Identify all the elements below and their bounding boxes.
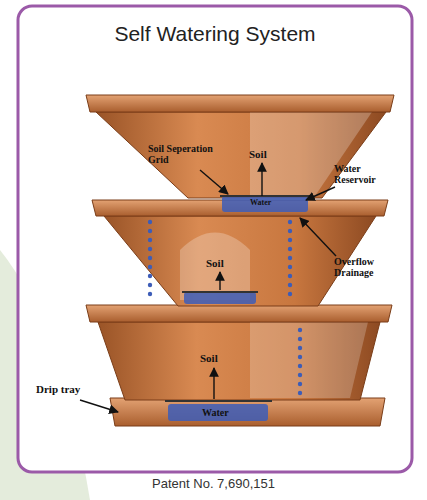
drainage-dot — [298, 346, 302, 350]
drainage-dot — [298, 391, 302, 395]
drip-tray-shape — [110, 398, 385, 426]
drainage-dot — [148, 256, 152, 260]
drainage-dot — [288, 283, 292, 287]
drainage-dot — [288, 292, 292, 296]
drainage-dot — [298, 337, 302, 341]
water-fill — [168, 404, 268, 421]
drainage-dot — [288, 274, 292, 278]
drainage-dot — [298, 382, 302, 386]
part-label: Overflow Drainage — [334, 256, 390, 278]
part-label: Soil — [200, 352, 240, 364]
leader-line — [261, 163, 262, 196]
drainage-dot — [148, 292, 152, 296]
drainage-dot — [298, 364, 302, 368]
drainage-dot — [148, 274, 152, 278]
grid-line — [165, 400, 272, 402]
top-pot-body — [96, 112, 386, 198]
top-pot-rim — [86, 95, 394, 112]
leader-lines — [80, 163, 336, 412]
caption: Patent No. 7,690,151 — [0, 477, 427, 491]
drainage-dot — [148, 247, 152, 251]
drainage-dot — [148, 283, 152, 287]
grid-line — [220, 195, 310, 197]
part-label: Drip tray — [36, 383, 106, 395]
drainage-dots — [148, 220, 302, 395]
drainage-dot — [148, 265, 152, 269]
drainage-dot — [288, 265, 292, 269]
middle-pot-cutaway — [180, 233, 250, 301]
leader-line — [80, 400, 118, 412]
part-label: Soil — [249, 148, 289, 160]
part-label: Water — [250, 199, 290, 208]
drainage-dot — [148, 229, 152, 233]
drainage-dot — [288, 256, 292, 260]
leader-line — [219, 272, 220, 290]
title: Self Watering System — [18, 22, 412, 45]
drainage-dot — [298, 373, 302, 377]
drainage-dot — [298, 328, 302, 332]
drainage-dot — [148, 238, 152, 242]
leader-line — [300, 218, 336, 256]
part-label: Soil — [206, 257, 246, 269]
drainage-dot — [288, 247, 292, 251]
water-fill — [222, 196, 308, 212]
leader-line — [213, 368, 214, 399]
part-label: Water Reservoir — [334, 163, 390, 185]
drainage-dot — [298, 355, 302, 359]
drainage-dot — [288, 220, 292, 224]
bottom-pot-cutaway — [250, 322, 368, 398]
drainage-dot — [288, 229, 292, 233]
leader-line — [200, 170, 228, 194]
bottom-pot-rim — [86, 305, 392, 322]
drainage-dot — [288, 238, 292, 242]
bottom-pot-body — [98, 322, 380, 400]
water-fill — [184, 292, 256, 304]
drainage-dot — [148, 220, 152, 224]
leader-line — [306, 187, 335, 200]
frame — [18, 6, 412, 472]
part-label: Water — [202, 407, 242, 418]
part-label: Soil Seperation Grid — [148, 143, 228, 165]
grid-line — [182, 291, 258, 293]
